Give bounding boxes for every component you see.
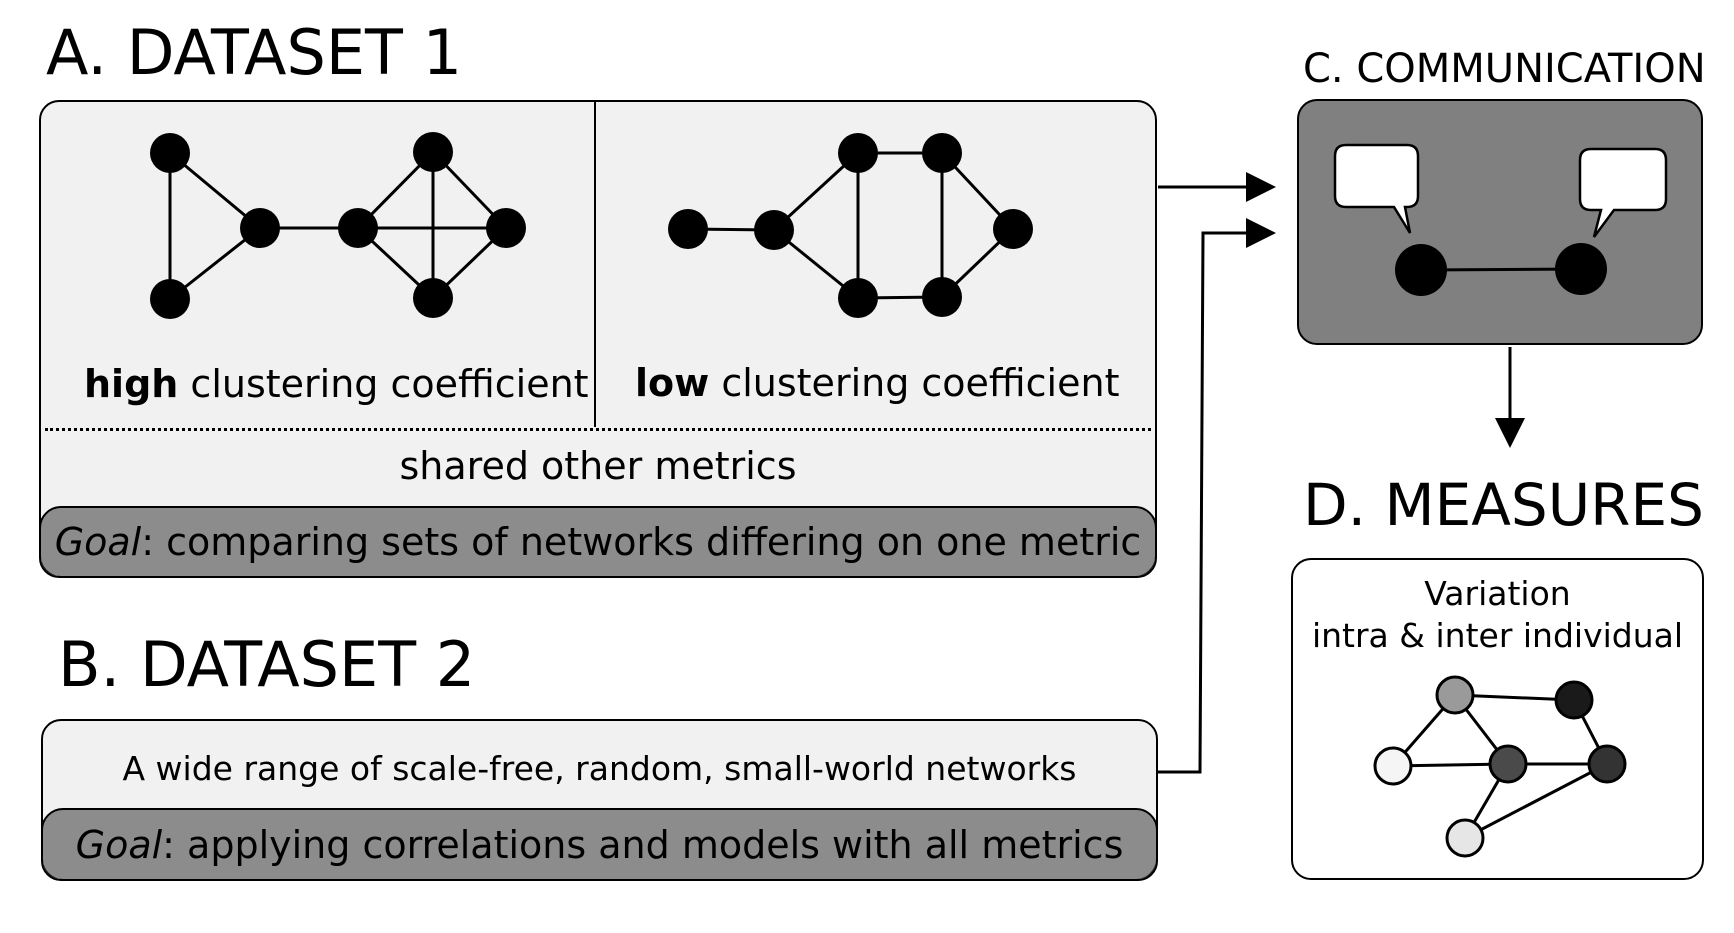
network-node — [1488, 744, 1528, 784]
network-node — [486, 208, 526, 248]
measures-panel: Variation intra & inter individual — [1291, 558, 1704, 880]
network-node — [1435, 675, 1475, 715]
low-word: low — [635, 361, 710, 405]
dataset-2-goal-bar: Goal: applying correlations and models w… — [43, 808, 1156, 879]
panel-a-title: A. DATASET 1 — [46, 16, 463, 89]
network-node — [240, 208, 280, 248]
network-node — [1554, 680, 1594, 720]
network-node — [413, 132, 453, 172]
panel-a-divider — [594, 102, 596, 427]
panel-c-title: C. COMMUNICATION — [1303, 46, 1706, 92]
network-node — [150, 279, 190, 319]
arrow-dataset2-to-communication — [1158, 218, 1276, 774]
communication-panel — [1297, 99, 1703, 345]
network-node — [1373, 746, 1413, 786]
goal-word-a: Goal — [54, 520, 142, 564]
network-node — [150, 133, 190, 173]
high-label-rest: clustering coefficient — [178, 362, 589, 406]
low-clustering-network — [687, 151, 1015, 300]
communication-node — [1395, 244, 1447, 296]
goal-rest-b: : applying correlations and models with … — [162, 822, 1124, 867]
dataset-1-goal-text: Goal: comparing sets of networks differi… — [55, 520, 1142, 564]
network-node — [838, 278, 878, 318]
dataset-2-panel: A wide range of scale-free, random, smal… — [41, 719, 1158, 881]
network-node — [754, 210, 794, 250]
network-node — [338, 208, 378, 248]
speech-bubble-right — [1578, 147, 1668, 238]
dataset-1-panel: high clustering coefficient low clusteri… — [39, 100, 1157, 578]
network-node — [413, 278, 453, 318]
network-node — [922, 277, 962, 317]
network-node — [1587, 744, 1627, 784]
network-node — [668, 209, 708, 249]
high-clustering-network — [168, 150, 508, 301]
dataset-2-goal-text: Goal: applying correlations and models w… — [76, 823, 1124, 867]
speech-bubble-icon — [1333, 143, 1420, 234]
variation-label: Variation — [1424, 574, 1571, 613]
panel-a-dotted-divider — [45, 428, 1151, 431]
goal-rest-a: : comparing sets of networks differing o… — [141, 520, 1142, 564]
network-node — [838, 133, 878, 173]
measures-nodes — [1373, 675, 1627, 858]
intra-inter-label: intra & inter individual — [1311, 616, 1684, 655]
low-label-rest: clustering coefficient — [709, 361, 1120, 405]
network-node — [993, 209, 1033, 249]
high-word: high — [84, 362, 179, 406]
speech-bubble-left — [1333, 143, 1420, 234]
dataset-2-description: A wide range of scale-free, random, smal… — [122, 749, 1077, 788]
panel-d-title: D. MEASURES — [1303, 471, 1704, 539]
network-node — [922, 133, 962, 173]
network-node — [1445, 818, 1485, 858]
communication-edge — [1420, 267, 1582, 272]
low-clustering-label: low clustering coefficient — [635, 361, 1119, 405]
speech-bubble-icon — [1578, 147, 1668, 238]
panel-b-title: B. DATASET 2 — [58, 628, 476, 701]
shared-metrics-label: shared other metrics — [399, 444, 797, 488]
low-clustering-nodes — [668, 133, 1033, 318]
communication-node — [1555, 243, 1607, 295]
high-clustering-nodes — [150, 132, 526, 319]
high-clustering-label: high clustering coefficient — [84, 362, 589, 406]
goal-word-b: Goal — [75, 822, 163, 867]
dataset-1-goal-bar: Goal: comparing sets of networks differi… — [41, 506, 1155, 576]
